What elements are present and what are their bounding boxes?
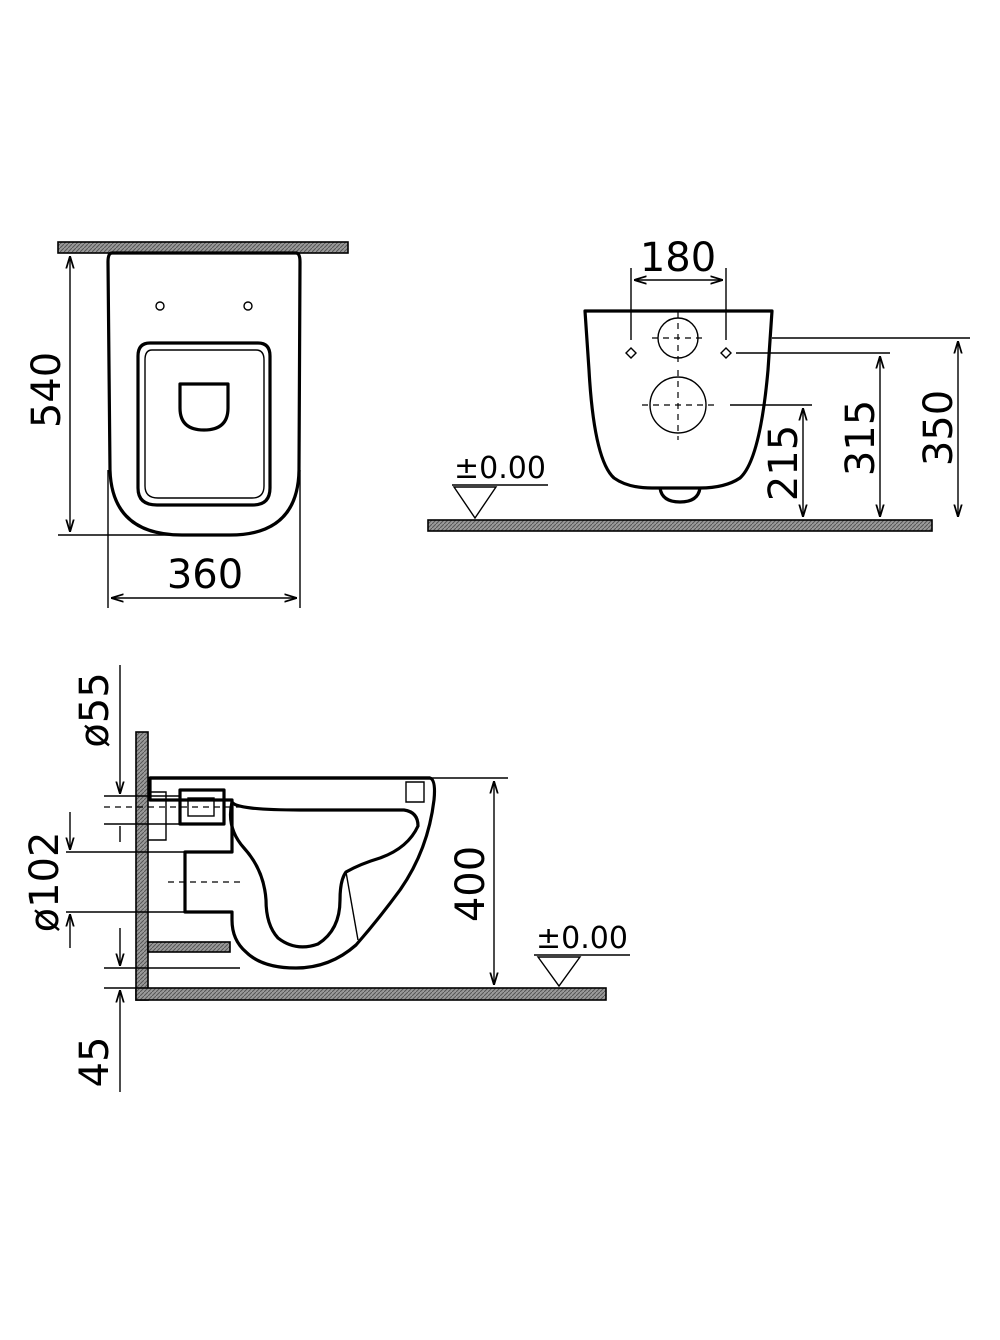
side-offset-label: 45 bbox=[72, 1037, 118, 1088]
front-view: 180 215 315 350 ±0.00 bbox=[427, 235, 970, 532]
top-depth-label: 540 bbox=[24, 352, 70, 428]
front-floor-level-label: ±0.00 bbox=[454, 451, 546, 486]
front-outlet-bump bbox=[658, 487, 702, 504]
top-seat bbox=[136, 341, 272, 507]
front-fixing-hole-right bbox=[720, 347, 732, 359]
front-spacing-label: 180 bbox=[640, 235, 716, 281]
front-floor-level-triangle bbox=[452, 486, 498, 520]
top-view: 540 360 bbox=[24, 241, 349, 608]
top-width-label: 360 bbox=[167, 552, 243, 598]
side-inlet-diameter-label: ø55 bbox=[72, 672, 118, 747]
side-rim-pocket bbox=[405, 781, 425, 803]
side-outlet-diameter-label: ø102 bbox=[22, 832, 68, 933]
side-inlet-connector bbox=[178, 788, 226, 826]
top-seat-inner bbox=[144, 349, 265, 499]
front-height-low-label: 215 bbox=[761, 425, 807, 501]
side-floor bbox=[135, 987, 607, 1001]
top-fixing-hole-left bbox=[155, 301, 165, 311]
front-fixing-hole-left bbox=[625, 347, 637, 359]
side-wall-fitting bbox=[148, 791, 167, 841]
top-fixing-hole-right bbox=[243, 301, 253, 311]
front-floor bbox=[427, 519, 933, 532]
front-outlet-circle bbox=[649, 376, 707, 434]
side-trap-detail bbox=[345, 871, 359, 941]
side-rim-height-label: 400 bbox=[448, 846, 494, 922]
side-mounting-bracket bbox=[147, 941, 231, 953]
side-wall bbox=[135, 731, 149, 1001]
side-body-outline bbox=[148, 776, 437, 970]
front-height-mid-label: 315 bbox=[838, 400, 884, 476]
top-drain-opening bbox=[178, 382, 230, 432]
side-floor-level-label: ±0.00 bbox=[536, 921, 628, 956]
side-floor-level-triangle bbox=[536, 956, 582, 988]
side-view: ø55 ø102 45 400 ±0.00 bbox=[22, 665, 630, 1092]
front-height-top-label: 350 bbox=[916, 390, 962, 466]
side-bowl-inner bbox=[228, 800, 420, 949]
top-wall bbox=[57, 241, 349, 254]
